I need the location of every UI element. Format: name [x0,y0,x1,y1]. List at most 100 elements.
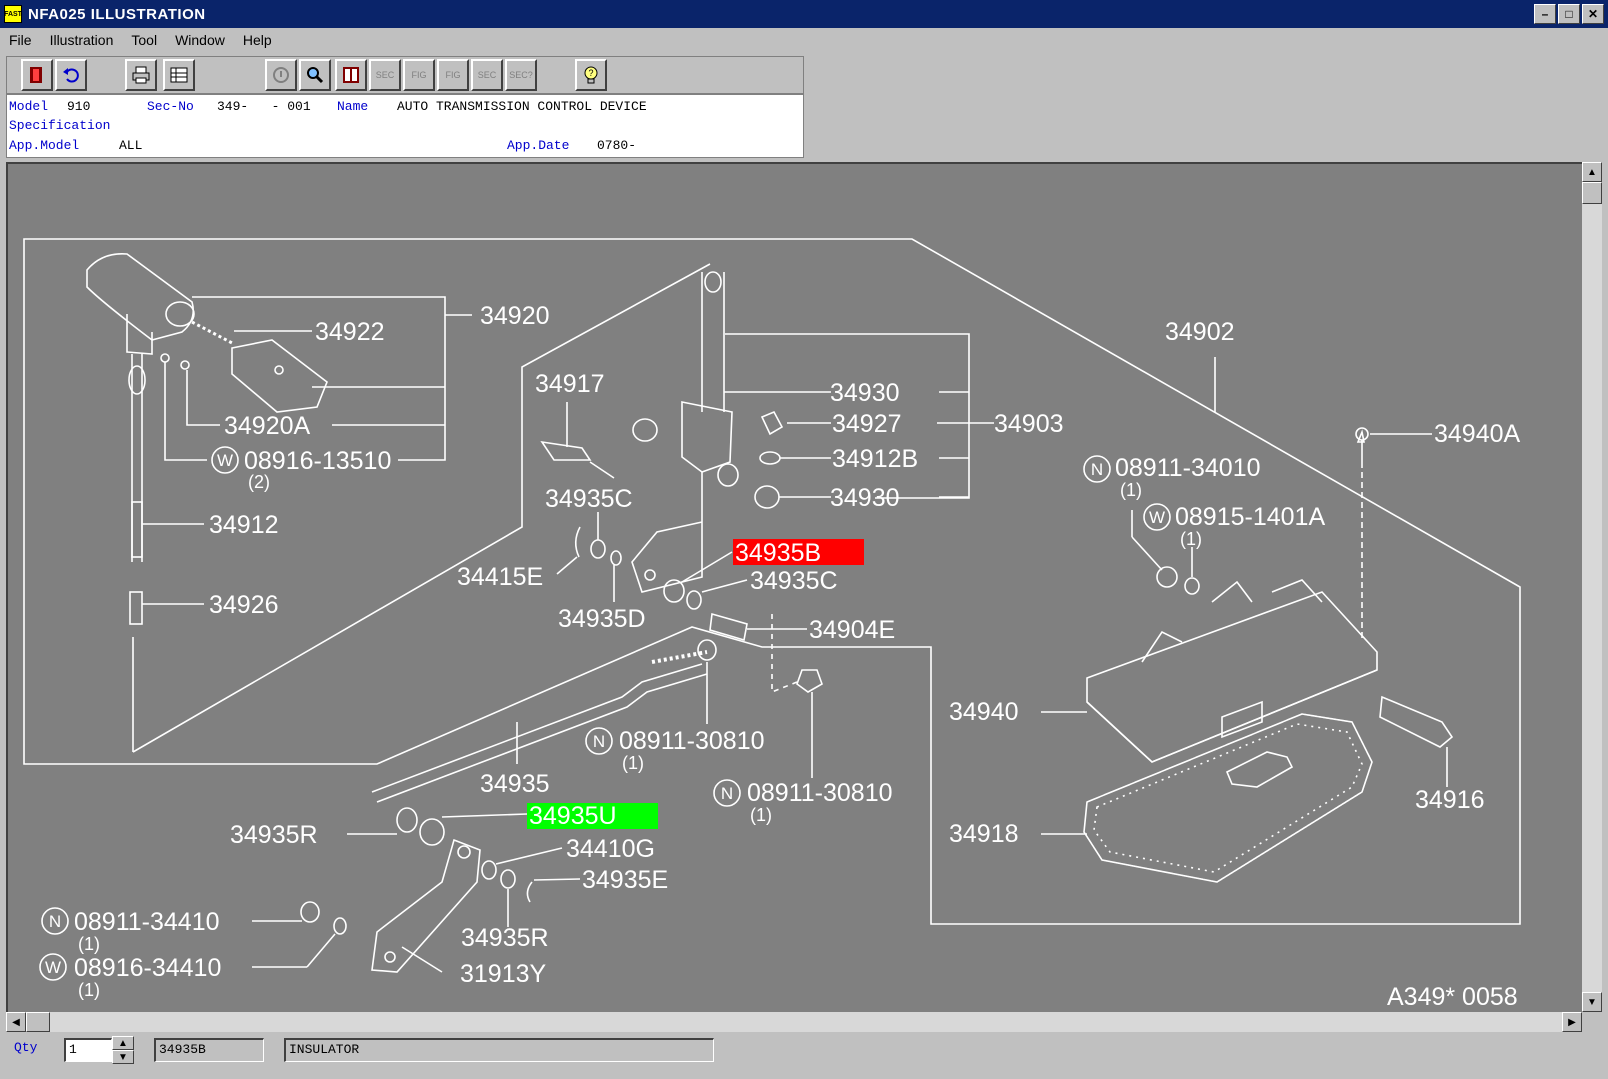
menu-bar: File Illustration Tool Window Help [0,28,281,52]
name-value: AUTO TRANSMISSION CONTROL DEVICE [397,99,647,114]
sec-next-icon: SEC [477,70,497,80]
part-label-34935b-selected[interactable]: 34935B [735,539,821,567]
marker-n: N [49,912,61,931]
menu-window[interactable]: Window [175,32,225,48]
part-label-34902[interactable]: 34902 [1165,318,1235,346]
spin-down-button[interactable]: ▼ [112,1050,134,1064]
vertical-scroll-thumb[interactable] [1582,182,1602,204]
qty-label-1: (1) [622,753,644,773]
part-label-34920[interactable]: 34920 [480,302,550,330]
part-label-34904e[interactable]: 34904E [809,616,895,644]
minimize-button[interactable]: – [1534,4,1556,24]
qty-label-1: (1) [78,934,100,954]
prev-section-button[interactable]: SEC [369,59,401,91]
part-label-34920a[interactable]: 34920A [224,412,311,440]
print-button[interactable] [125,59,157,91]
part-label-34912[interactable]: 34912 [209,511,279,539]
part-label-31913y[interactable]: 31913Y [460,960,547,988]
help-button[interactable]: ? [575,59,607,91]
marker-w: W [217,451,233,470]
part-label-34935c-upper[interactable]: 34935C [545,485,633,513]
maximize-button[interactable]: □ [1558,4,1580,24]
spec-label: Specification [9,118,111,133]
prev-figure-button[interactable]: FIG [403,59,435,91]
close-button[interactable]: ✕ [1582,4,1604,24]
part-label-34912b[interactable]: 34912B [832,445,918,473]
undo-button[interactable] [55,59,87,91]
part-label-34940a[interactable]: 34940A [1434,420,1521,448]
part-label-08915-1401a[interactable]: 08915-1401A [1175,503,1325,531]
magnifier-icon [307,67,324,84]
part-label-34917[interactable]: 34917 [535,370,605,398]
menu-tool[interactable]: Tool [131,32,158,48]
scroll-right-button[interactable]: ▶ [1562,1012,1582,1032]
maximize-icon: □ [1565,7,1573,21]
part-label-08911-34010[interactable]: 08911-34010 [1115,454,1261,482]
figure-code: A349* 0058 [1387,983,1518,1011]
part-label-34918[interactable]: 34918 [949,820,1019,848]
horizontal-scrollbar[interactable]: ◀ ▶ [6,1012,1582,1032]
exit-button[interactable] [21,59,53,91]
qty-spinner[interactable]: ▲ ▼ [112,1036,134,1064]
section-query-button[interactable]: SEC? [505,59,537,91]
marker-n: N [721,784,733,803]
menu-file[interactable]: File [9,32,32,48]
vertical-scrollbar[interactable]: ▲ ▼ [1582,162,1602,1012]
marker-w: W [45,958,61,977]
appdate-value: 0780- [597,138,637,153]
part-label-34935u-highlighted[interactable]: 34935U [529,802,617,830]
scroll-down-button[interactable]: ▼ [1582,992,1602,1012]
title-bar: FAST NFA025 ILLUSTRATION – □ ✕ [0,0,1608,28]
qty-input[interactable]: 1 [64,1038,112,1062]
part-label-34940[interactable]: 34940 [949,698,1019,726]
part-label-08911-34410[interactable]: 08911-34410 [74,908,220,936]
sec-back-icon: SEC [375,70,395,80]
part-label-34930-lower[interactable]: 34930 [830,484,900,512]
part-label-34935[interactable]: 34935 [480,770,550,798]
next-section-button[interactable]: SEC [471,59,503,91]
part-label-34922[interactable]: 34922 [315,318,385,346]
part-label-34935e[interactable]: 34935E [582,866,668,894]
horizontal-scroll-thumb[interactable] [26,1012,50,1032]
part-label-34935r-upper[interactable]: 34935R [230,821,318,849]
catalog-button[interactable] [335,59,367,91]
illustration-canvas[interactable]: W N W N N N W 34920 34922 34920A 08916-1… [6,162,1582,1012]
qty-label: Qty [14,1040,38,1055]
secno-value: 349- - 001 [217,99,311,114]
part-name-field: INSULATOR [284,1038,714,1062]
part-label-34935d[interactable]: 34935D [558,605,646,633]
spin-up-button[interactable]: ▲ [112,1036,134,1050]
part-label-34927[interactable]: 34927 [832,410,902,438]
part-label-34926[interactable]: 34926 [209,591,279,619]
part-label-08911-30810-a[interactable]: 08911-30810 [619,727,765,755]
menu-help[interactable]: Help [242,32,272,48]
exit-door-icon [30,67,42,83]
zoom-button[interactable] [299,59,331,91]
part-label-34415e[interactable]: 34415E [457,563,543,591]
list-grid-icon [170,67,188,83]
part-label-34930-upper[interactable]: 34930 [830,379,900,407]
scroll-up-button[interactable]: ▲ [1582,162,1602,182]
book-icon [343,67,359,83]
part-label-08911-30810-b[interactable]: 08911-30810 [747,779,893,807]
part-label-34916[interactable]: 34916 [1415,786,1485,814]
info-button[interactable] [265,59,297,91]
arrow-up-icon: ▲ [118,1037,128,1049]
next-figure-button[interactable]: FIG [437,59,469,91]
part-label-34903[interactable]: 34903 [994,410,1064,438]
menu-illustration[interactable]: Illustration [49,32,114,48]
part-label-08916-34410[interactable]: 08916-34410 [74,954,221,982]
part-label-34935r-lower[interactable]: 34935R [461,924,549,952]
part-label-34935c-lower[interactable]: 34935C [750,567,838,595]
printer-icon [132,66,150,84]
secno-label: Sec-No [147,99,194,114]
part-label-08916-13510[interactable]: 08916-13510 [244,447,391,475]
toolbar: SEC FIG FIG SEC SEC? ? [6,56,804,94]
scroll-left-button[interactable]: ◀ [6,1012,26,1032]
part-label-34410g[interactable]: 34410G [566,835,655,863]
arrow-down-icon: ▼ [1587,996,1597,1008]
app-icon: FAST [4,5,22,23]
model-value: 910 [67,99,91,114]
qty-label-1: (1) [78,980,100,1000]
parts-list-button[interactable] [163,59,195,91]
